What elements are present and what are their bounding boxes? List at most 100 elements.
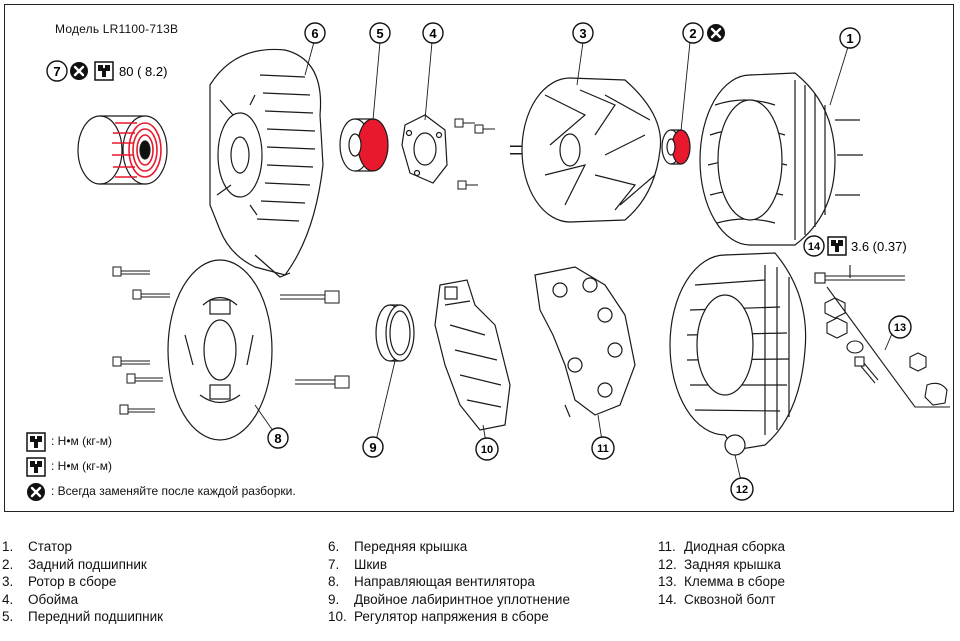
part-row: 14.Сквозной болт bbox=[658, 591, 785, 609]
part-number: 6. bbox=[328, 539, 340, 554]
pulley bbox=[77, 115, 168, 185]
callout-1: 1 bbox=[839, 27, 861, 49]
legend-torque2: : Н•м (кг-м) bbox=[51, 459, 112, 473]
callout-6: 6 bbox=[304, 22, 326, 44]
part-number: 4. bbox=[2, 591, 14, 607]
callout-10: 10 bbox=[475, 437, 499, 461]
torque-value-pulley: 80 ( 8.2) bbox=[119, 64, 167, 79]
replace-icon-rear-bearing bbox=[705, 22, 727, 44]
svg-text:10: 10 bbox=[481, 444, 493, 456]
legend-torque1: : Н•м (кг-м) bbox=[51, 434, 112, 448]
part-number: 11. bbox=[658, 539, 676, 554]
part-label: Передний подшипник bbox=[28, 609, 164, 625]
legend-torque2-text: : Н•м (кг-м) bbox=[51, 459, 112, 473]
part-number: 8. bbox=[328, 574, 340, 590]
part-row: 1. Статор bbox=[2, 538, 163, 556]
through-bolt bbox=[814, 265, 905, 284]
torque-icon-bolt bbox=[827, 236, 847, 256]
svg-text:13: 13 bbox=[894, 322, 906, 334]
svg-text:8: 8 bbox=[274, 431, 281, 446]
callout-12: 12 bbox=[730, 477, 754, 501]
part-label: Обойма bbox=[28, 591, 79, 607]
part-row: 9. Двойное лабиринтное уплотнение bbox=[328, 591, 570, 609]
retainer-screws bbox=[454, 118, 495, 190]
svg-text:11: 11 bbox=[597, 443, 609, 455]
callout-5: 5 bbox=[369, 22, 391, 44]
part-label: Направляющая вентилятора bbox=[354, 574, 535, 590]
diagram-frame: 1 2 3 4 5 6 7 8 9 10 11 12 13 14 80 ( 8.… bbox=[4, 4, 954, 512]
svg-text:9: 9 bbox=[369, 440, 376, 455]
part-label: Регулятор напряжения в сборе bbox=[354, 609, 549, 625]
svg-text:12: 12 bbox=[736, 484, 748, 496]
callout-4: 4 bbox=[422, 22, 444, 44]
part-number: 2. bbox=[2, 556, 14, 572]
svg-text:14: 14 bbox=[808, 241, 821, 253]
svg-text:7: 7 bbox=[53, 64, 60, 79]
front-bearing bbox=[339, 118, 389, 172]
callout-8: 8 bbox=[267, 427, 289, 449]
stator bbox=[699, 72, 863, 246]
callout-9: 9 bbox=[362, 436, 384, 458]
callout-2: 2 bbox=[682, 22, 704, 44]
part-row: 2. Задний подшипник bbox=[2, 556, 163, 574]
svg-text:6: 6 bbox=[311, 26, 318, 41]
part-number: 9. bbox=[328, 591, 340, 607]
svg-text:1: 1 bbox=[846, 31, 853, 46]
front-cover bbox=[209, 48, 324, 278]
part-number: 12. bbox=[658, 556, 677, 572]
rotor bbox=[510, 77, 662, 223]
part-label: Передняя крышка bbox=[354, 539, 468, 554]
part-label: Статор bbox=[28, 539, 73, 554]
callout-11: 11 bbox=[591, 436, 615, 460]
callouts: 1 2 3 4 5 6 7 8 9 10 11 12 13 14 bbox=[46, 22, 912, 501]
part-number: 14. bbox=[658, 591, 677, 607]
part-row: 5. Передний подшипник bbox=[2, 608, 163, 626]
part-number: 7. bbox=[328, 556, 340, 572]
rear-bearing bbox=[661, 129, 691, 165]
voltage-regulator bbox=[434, 279, 511, 431]
fan-guide-screws bbox=[112, 266, 350, 415]
parts-list-column-1: 1. Статор 2. Задний подшипник 3.Ротор в сб… bbox=[2, 538, 163, 626]
retainer bbox=[401, 114, 448, 184]
replace-icon-pulley bbox=[68, 60, 90, 82]
part-row: 7. Шкив bbox=[328, 556, 570, 574]
part-number: 5. bbox=[2, 609, 14, 625]
part-row: 4. Обойма bbox=[2, 591, 163, 609]
part-row: 11. Диодная сборка bbox=[658, 538, 785, 556]
callout-3: 3 bbox=[572, 22, 594, 44]
part-row: 10. Регулятор напряжения в сборе bbox=[328, 608, 570, 626]
part-label: Двойное лабиринтное уплотнение bbox=[354, 591, 570, 607]
torque-wrench-alt-icon bbox=[26, 457, 46, 477]
svg-text:4: 4 bbox=[429, 26, 437, 41]
torque-wrench-icon bbox=[26, 432, 46, 452]
model-label: Модель LR1100-713B bbox=[55, 22, 179, 36]
parts-list-column-3: 11. Диодная сборка 12.Задняя крышка 13. Кл… bbox=[658, 538, 785, 608]
legend-replace-text: : Всегда заменяйте после каждой разборки… bbox=[51, 484, 296, 498]
svg-text:5: 5 bbox=[376, 26, 383, 41]
part-number: 1. bbox=[2, 539, 14, 554]
part-row: 12.Задняя крышка bbox=[658, 556, 785, 574]
callout-14: 14 bbox=[803, 235, 825, 257]
part-row: 3.Ротор в сборе bbox=[2, 573, 163, 591]
parts-list-column-2: 6. Передняя крышка 7. Шкив 8. Направляющая … bbox=[328, 538, 570, 626]
part-label: Клемма в сборе bbox=[684, 574, 785, 590]
terminal-assembly bbox=[824, 286, 950, 408]
rear-cover bbox=[669, 252, 807, 456]
legend-replace: : Всегда заменяйте после каждой разборки… bbox=[51, 484, 296, 498]
part-number: 10. bbox=[328, 609, 347, 625]
part-label: Задний подшипник bbox=[28, 556, 147, 572]
part-label: Диодная сборка bbox=[684, 539, 786, 554]
torque-icon-pulley bbox=[94, 61, 114, 81]
exploded-view-drawing: 1 2 3 4 5 6 7 8 9 10 11 12 13 14 80 ( 8.… bbox=[25, 22, 950, 503]
labyrinth-seal bbox=[375, 304, 415, 362]
torque-value-bolt: 3.6 (0.37) bbox=[851, 239, 907, 254]
diode-assembly bbox=[534, 266, 636, 418]
part-number: 3. bbox=[2, 574, 14, 590]
part-label: Шкив bbox=[354, 556, 387, 572]
part-row: 8. Направляющая вентилятора bbox=[328, 573, 570, 591]
part-number: 13. bbox=[658, 574, 677, 590]
part-row: 13. Клемма в сборе bbox=[658, 573, 785, 591]
legend-torque1-text: : Н•м (кг-м) bbox=[51, 434, 112, 448]
svg-text:3: 3 bbox=[579, 26, 586, 41]
replace-icon bbox=[25, 481, 47, 503]
